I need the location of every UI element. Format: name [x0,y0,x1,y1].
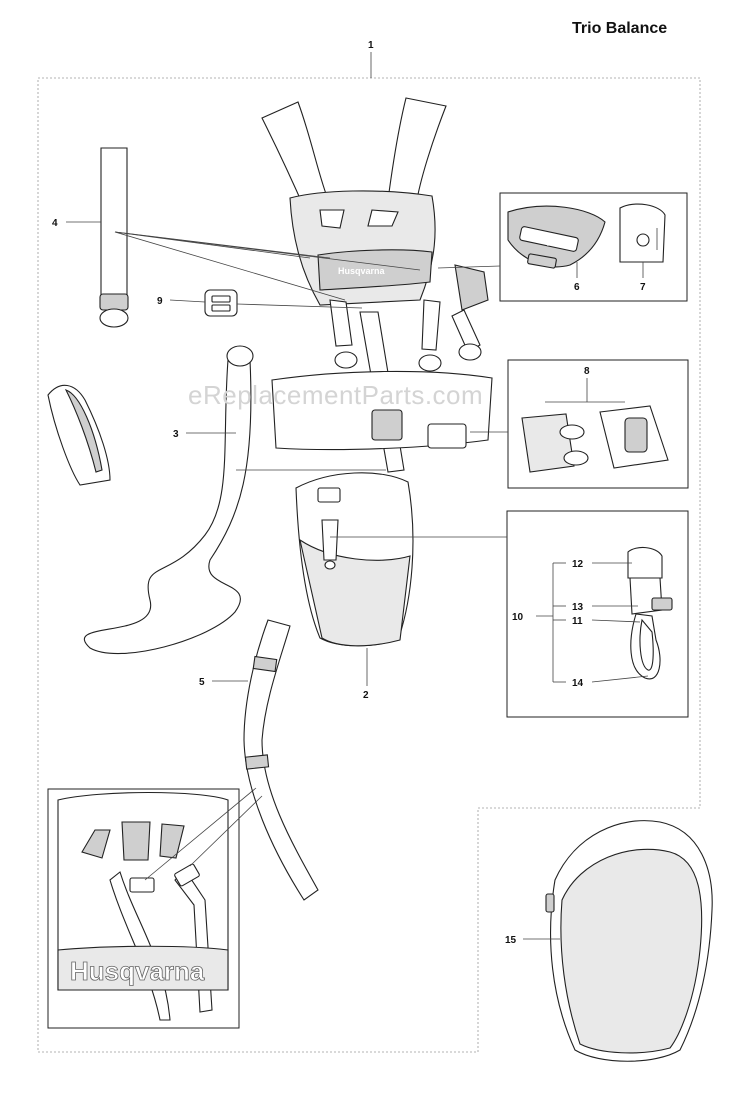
part-1-harness: Husqvarna [261,97,493,647]
part-3-hose [47,345,254,655]
callout-2: 2 [363,690,369,701]
callout-4: 4 [52,218,58,229]
assembly-boundary [37,77,701,1053]
callout-3: 3 [173,429,179,440]
part-15-bag [545,820,713,1062]
part-8-buckle [521,405,669,473]
callout-8: 8 [584,366,590,377]
callout-9: 9 [157,296,163,307]
callout-10: 10 [512,612,524,623]
leader-lines [66,52,649,940]
callout-15: 15 [505,935,517,946]
callout-5: 5 [199,677,205,688]
part-4-tube [99,147,129,328]
watermark: eReplacementParts.com [188,380,484,410]
inset-detail-drawing: Husqvarna [57,791,229,1021]
callout-11: 11 [572,616,583,627]
part-10-hook-assembly [627,547,673,680]
callout-12: 12 [572,559,584,570]
callout-13: 13 [572,602,584,613]
part-7-clip [619,203,666,263]
callout-14: 14 [572,678,584,689]
part-5-strap-pad [243,619,319,901]
part-6-shoulder-pad: Husqvarna [507,205,606,269]
harness-logo-text: Husqvarna [338,266,386,276]
callout-box-10-14 [506,510,689,718]
inset-logo-text: Husqvarna [70,956,205,986]
callout-7: 7 [640,282,646,293]
callout-1: 1 [368,40,374,51]
diagram-title: Trio Balance [572,20,668,37]
callout-6: 6 [574,282,580,293]
part-9-buckle [204,289,238,317]
